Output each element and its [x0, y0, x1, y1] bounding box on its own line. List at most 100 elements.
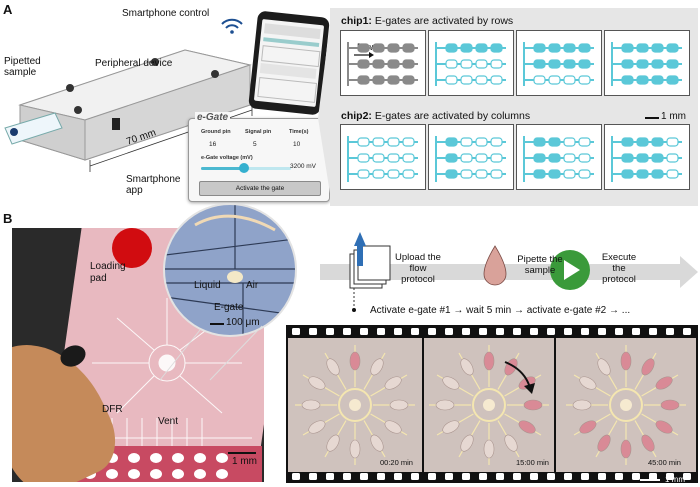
film-hole	[326, 473, 334, 480]
chip1-state-2	[516, 30, 602, 96]
chip1-state-3	[604, 30, 690, 96]
chip1-state-0	[340, 30, 426, 96]
film-hole	[462, 328, 470, 335]
film-hole	[343, 473, 351, 480]
chip2-scale-bar	[645, 117, 659, 119]
film-scale-bar	[640, 479, 660, 481]
film-hole	[513, 328, 521, 335]
film-scale-label: 1 mm	[665, 475, 685, 484]
play-icon	[550, 250, 590, 290]
film-hole	[496, 473, 504, 480]
film-hole	[530, 473, 538, 480]
panel-letter-a: A	[3, 2, 13, 17]
smartphone-screen	[253, 18, 325, 108]
chip-panel-pointer	[318, 8, 332, 206]
film-perforations	[292, 328, 691, 480]
slider-knob[interactable]	[239, 163, 250, 173]
magnified-view	[163, 203, 297, 337]
protocol-text: Activate e-gate #1 → wait 5 min → activa…	[370, 305, 631, 316]
time-value[interactable]: 10	[293, 141, 301, 148]
pipetted-sample-label: Pipetted sample	[4, 56, 41, 78]
film-hole	[513, 473, 521, 480]
air-label: Air	[246, 280, 259, 291]
dfr-label: DFR	[102, 404, 123, 415]
zoom-scale-bar	[210, 323, 224, 325]
film-hole	[615, 473, 623, 480]
film-hole	[649, 328, 657, 335]
film-hole	[547, 328, 555, 335]
step-pipette-label: Pipette the sample	[517, 254, 563, 276]
chip2-state-1	[428, 124, 514, 190]
film-hole	[445, 473, 453, 480]
egate-card-title: e-Gate	[195, 112, 231, 123]
workflow-arrow	[320, 232, 698, 312]
wifi-icon	[221, 18, 243, 34]
film-hole	[632, 328, 640, 335]
photo-scale-bar	[228, 452, 256, 454]
film-hole	[547, 473, 555, 480]
film-hole	[598, 473, 606, 480]
voltage-slider[interactable]	[201, 163, 291, 173]
film-hole	[360, 328, 368, 335]
upload-icon	[349, 232, 391, 289]
film-hole	[479, 473, 487, 480]
chip1-title: chip1: E-gates are activated by rows	[341, 15, 514, 27]
chip2-state-2	[516, 124, 602, 190]
film-hole	[428, 328, 436, 335]
liquid-label: Liquid	[194, 280, 221, 291]
voltage-label: e-Gate voltage (mV)	[201, 155, 253, 161]
film-hole	[411, 473, 419, 480]
film-hole	[496, 328, 504, 335]
film-hole	[683, 473, 691, 480]
ground-pin-value[interactable]: 16	[209, 141, 217, 148]
frame-time-2: 45:00 min	[648, 458, 681, 467]
film-hole	[581, 328, 589, 335]
film-hole	[377, 473, 385, 480]
film-hole	[666, 473, 674, 480]
film-hole	[564, 473, 572, 480]
chip2-scale-label: 1 mm	[661, 111, 686, 122]
film-hole	[598, 328, 606, 335]
film-hole	[309, 328, 317, 335]
film-hole	[462, 473, 470, 480]
panel-letter-b: B	[3, 211, 13, 226]
film-hole	[292, 473, 300, 480]
ground-pin-header: Ground pin	[201, 129, 231, 135]
film-hole	[292, 328, 300, 335]
film-hole	[309, 473, 317, 480]
film-frame-1	[424, 338, 554, 472]
peripheral-device-label: Peripheral device	[95, 58, 173, 69]
vent-label: Vent	[158, 416, 179, 427]
smartphone-app-label: Smartphone app	[126, 174, 181, 196]
film-frame-2	[556, 338, 696, 472]
pipette-drop-icon	[483, 245, 507, 286]
step-upload-label: Upload the flow protocol	[395, 252, 441, 285]
film-hole	[394, 473, 402, 480]
photo-scale-label: 1 mm	[232, 456, 257, 467]
activate-gate-button[interactable]: Activate the gate	[199, 181, 321, 196]
frame-time-0: 00:20 min	[380, 458, 413, 467]
film-hole	[326, 328, 334, 335]
flow-label: Flow	[357, 42, 377, 52]
film-hole	[564, 328, 572, 335]
egate-label: E-gate	[214, 302, 244, 313]
chip2-title: chip2: E-gates are activated by columns	[341, 110, 531, 122]
film-hole	[377, 328, 385, 335]
chip2-state-0	[340, 124, 426, 190]
film-hole	[530, 328, 538, 335]
film-hole	[649, 473, 657, 480]
film-hole	[394, 328, 402, 335]
film-hole	[411, 328, 419, 335]
loading-pad	[112, 228, 152, 268]
film-hole	[445, 328, 453, 335]
film-hole	[683, 328, 691, 335]
smartphone-control-label: Smartphone control	[122, 8, 210, 19]
loading-pad-label: Loading pad	[90, 261, 126, 284]
film-hole	[360, 473, 368, 480]
chip2-state-3	[604, 124, 690, 190]
voltage-value: 3200 mV	[290, 163, 317, 170]
signal-pin-value[interactable]: 5	[253, 141, 257, 148]
film-hole	[632, 473, 640, 480]
film-hole	[615, 328, 623, 335]
chip1-state-1	[428, 30, 514, 96]
